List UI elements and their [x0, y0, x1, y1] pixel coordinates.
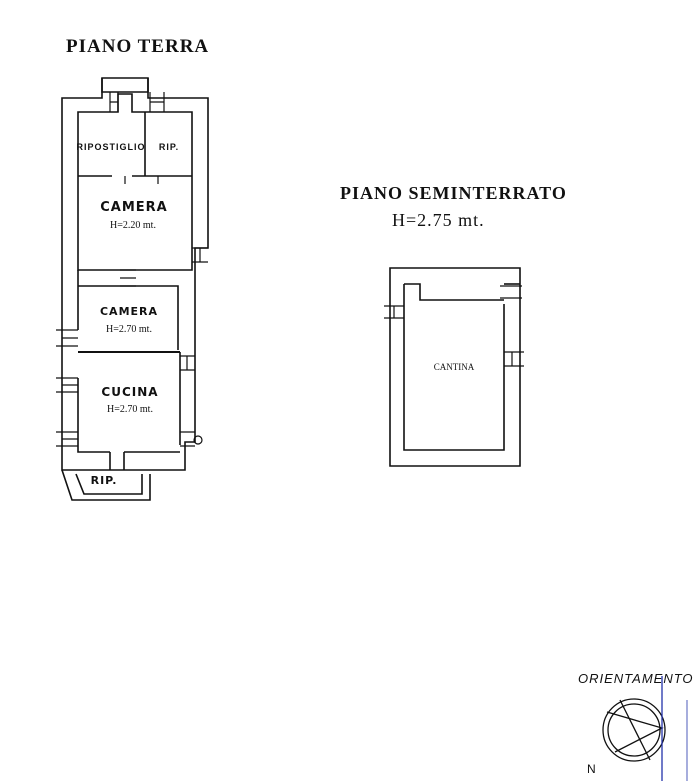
compass-icon [602, 676, 688, 781]
ripostiglio-label: RIPOSTIGLIO [76, 142, 146, 152]
camera2-height: H=2.70 mt. [106, 324, 152, 335]
camera1-height: H=2.20 mt. [110, 220, 156, 231]
cucina-name: CUCINA [101, 385, 159, 399]
rip-small-label: RIP. [158, 142, 180, 152]
camera1-name: CAMERA [100, 200, 168, 215]
north-label: N [587, 762, 597, 776]
basement-walls [389, 267, 521, 467]
orientation-label: ORIENTAMENTO [578, 671, 694, 686]
basement-windows [384, 285, 524, 367]
ground-floor-title: PIANO TERRA [66, 36, 210, 57]
cucina-height: H=2.70 mt. [107, 404, 153, 415]
basement-height: H=2.75 mt. [392, 210, 485, 230]
cantina-label: CANTINA [433, 362, 475, 372]
basement-title: PIANO SEMINTERRATO [340, 183, 567, 203]
rip-bottom-label: RIP. [90, 474, 118, 487]
camera2-name: CAMERA [99, 305, 159, 318]
ground-floor-windows [56, 92, 208, 447]
